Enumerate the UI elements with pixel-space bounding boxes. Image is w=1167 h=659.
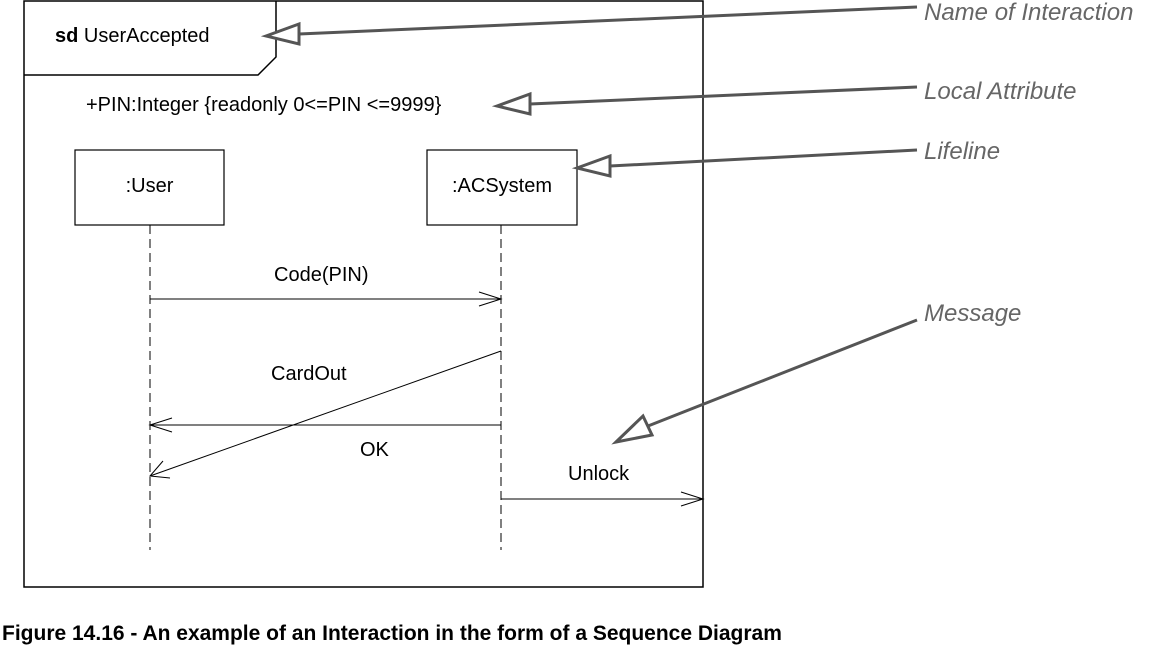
- interaction-frame: [23, 0, 704, 588]
- message-cardout-arrow: [148, 350, 502, 479]
- message-unlock-arrow: [501, 491, 705, 507]
- callout-arrow-message: [611, 318, 918, 445]
- message-unlock-label: Unlock: [568, 463, 630, 485]
- callout-arrow-name-of-interaction: [260, 5, 918, 46]
- callout-arrow-lifeline: [571, 148, 918, 178]
- lifeline-user-label: :User: [125, 175, 174, 197]
- callout-local-attribute: Local Attribute: [924, 78, 1077, 105]
- callout-arrow-local-attribute: [491, 85, 918, 116]
- message-ok-arrow: [148, 417, 501, 433]
- local-attribute-text: +PIN:Integer {readonly 0<=PIN <=9999}: [86, 94, 442, 116]
- figure-caption: Figure 14.16 - An example of an Interact…: [2, 622, 782, 645]
- lifeline-user-head: [74, 149, 225, 226]
- lifeline-acsystem-head: [426, 149, 578, 226]
- frame-title: sd UserAccepted: [55, 25, 210, 48]
- message-code-pin-arrow: [150, 291, 503, 307]
- callout-name-of-interaction: Name of Interaction: [924, 0, 1134, 26]
- frame-keyword: sd: [55, 25, 79, 47]
- message-ok-label: OK: [360, 439, 389, 461]
- lifeline-acsystem-label: :ACSystem: [451, 175, 553, 197]
- callout-message: Message: [924, 300, 1022, 327]
- callout-lifeline: Lifeline: [924, 138, 1001, 165]
- frame-name-tab: [24, 1, 277, 76]
- message-code-pin-label: Code(PIN): [274, 264, 369, 286]
- frame-name: UserAccepted: [83, 25, 210, 47]
- message-cardout-label: CardOut: [271, 363, 347, 385]
